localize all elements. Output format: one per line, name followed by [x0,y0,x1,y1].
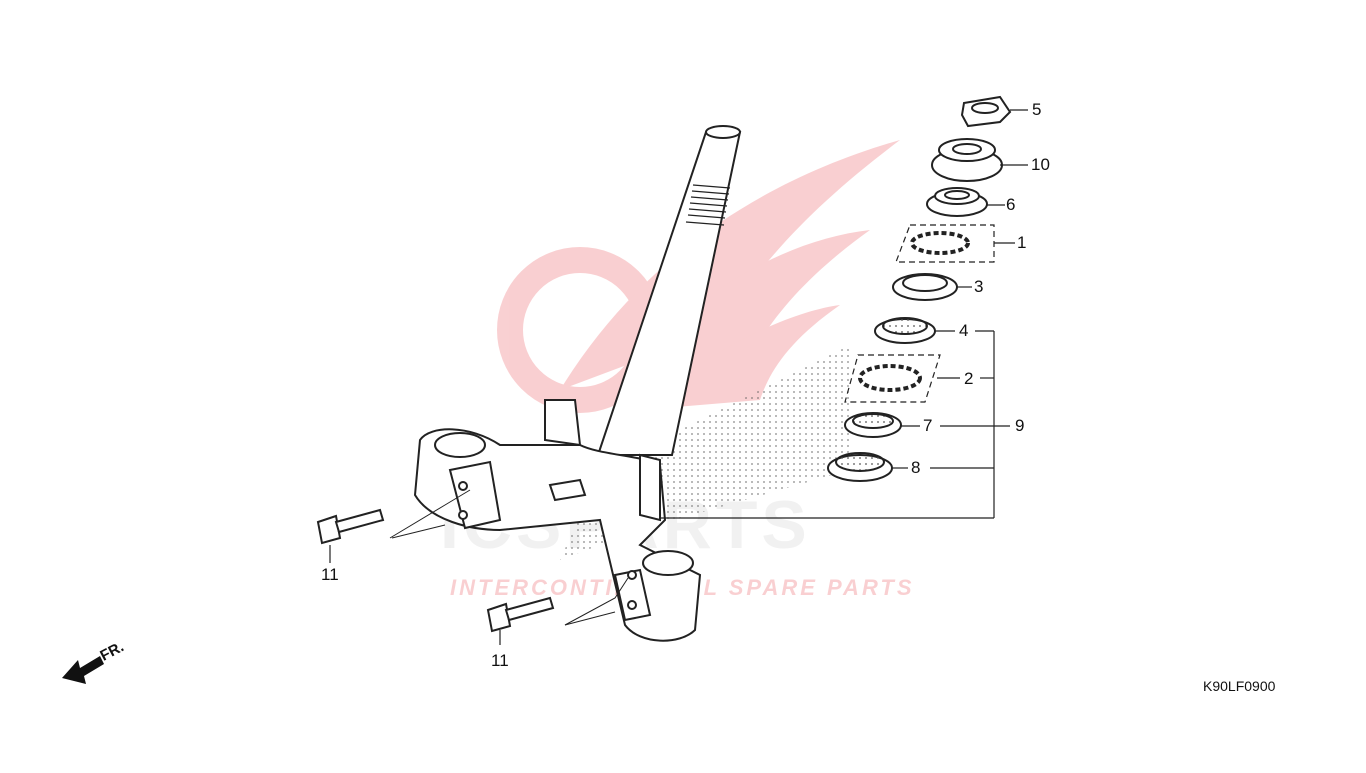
label-3: 3 [974,277,984,296]
group-brackets [844,224,995,403]
front-direction-arrow [62,656,104,684]
label-7: 7 [923,416,933,435]
bolt-upper [316,489,471,545]
label-11-upper: 11 [321,565,339,584]
label-10: 10 [1031,155,1050,174]
label-8: 8 [911,458,921,477]
diagram-code: K90LF0900 [1203,678,1276,694]
label-5: 5 [1032,100,1042,119]
bolt-lower [486,577,629,633]
label-2: 2 [964,369,974,388]
label-11-lower: 11 [491,651,509,670]
leader-lines [329,109,1028,645]
label-4: 4 [959,321,969,340]
label-6: 6 [1006,195,1016,214]
label-9: 9 [1015,416,1025,435]
steering-stem [413,125,742,642]
label-1: 1 [1017,233,1027,252]
bearing-stack [827,95,1012,482]
